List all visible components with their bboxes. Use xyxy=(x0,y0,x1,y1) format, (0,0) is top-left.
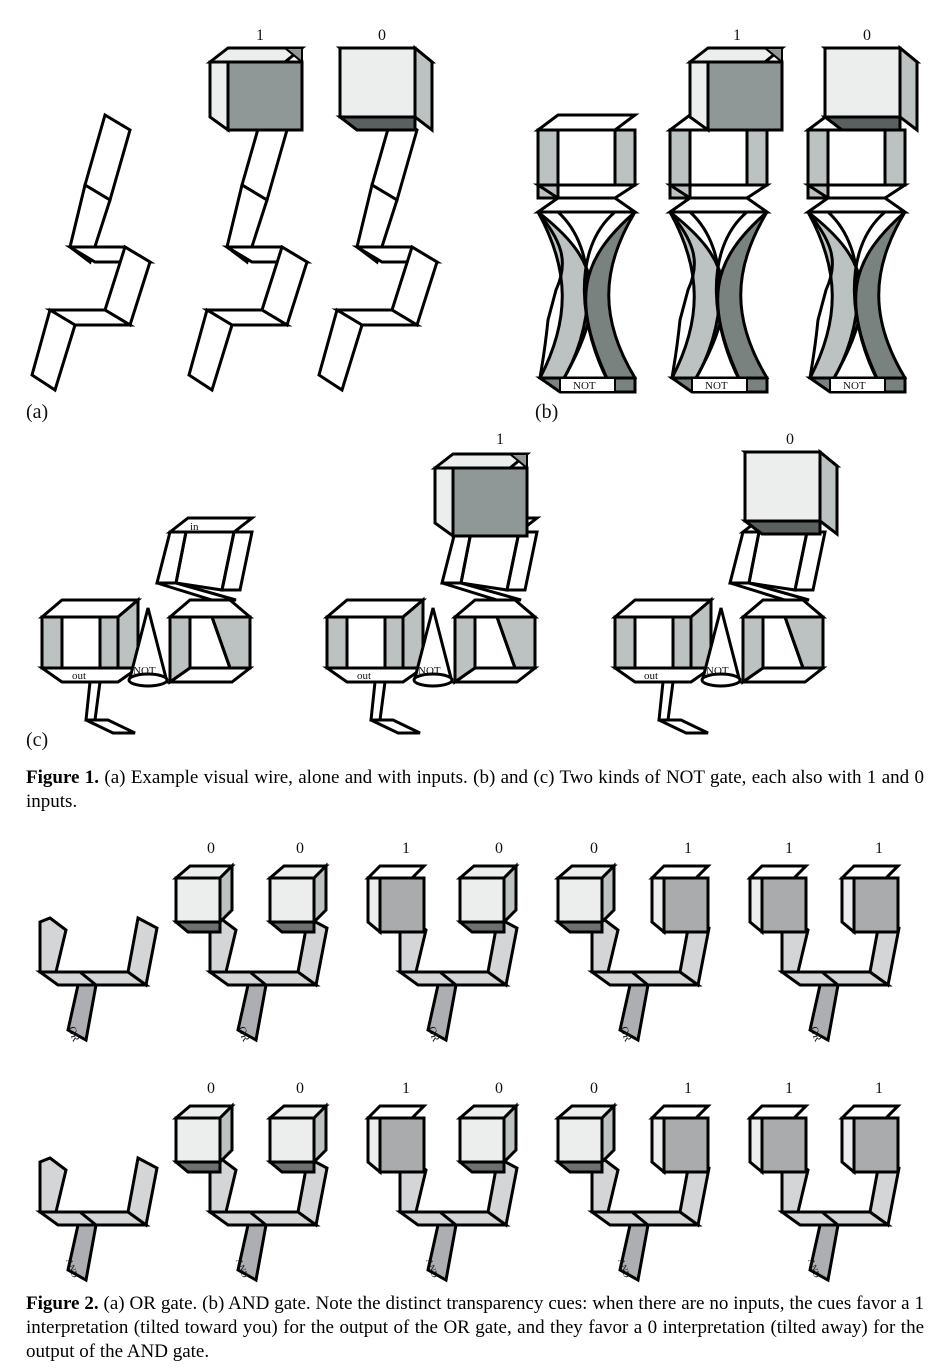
input-label-0: 0 xyxy=(378,27,386,44)
figure1-caption: Figure 1. (a) Example visual wire, alone… xyxy=(26,766,924,814)
input-label-1: 1 xyxy=(256,27,264,44)
and-input-label: 1 xyxy=(785,1080,793,1097)
and-input-label: 1 xyxy=(684,1080,692,1097)
not-gate-label: NOT xyxy=(133,665,156,677)
and-input-label: 1 xyxy=(402,1080,410,1097)
input-label-0: 0 xyxy=(786,431,794,448)
or-input-label: 1 xyxy=(402,840,410,857)
not-gate-label: NOT xyxy=(706,665,729,677)
not-gate-label: NOT xyxy=(843,380,866,392)
figure2-or-row: OR OR OR OR OR 0 0 1 0 0 1 1 1 xyxy=(38,840,901,1044)
or-input-label: 1 xyxy=(785,840,793,857)
figure1-caption-text: (a) Example visual wire, alone and with … xyxy=(26,767,924,812)
or-input-label: 0 xyxy=(296,840,304,857)
and-input-label: 0 xyxy=(495,1080,503,1097)
and-input-label: 0 xyxy=(207,1080,215,1097)
in-label: in xyxy=(190,521,199,533)
input-label-1: 1 xyxy=(496,431,504,448)
or-input-label: 0 xyxy=(590,840,598,857)
panel-label-c: (c) xyxy=(26,729,48,751)
or-input-label: 1 xyxy=(875,840,883,857)
or-gate-label: OR xyxy=(235,1025,252,1044)
and-input-label: 1 xyxy=(875,1080,883,1097)
figure2-and-row: AND AND AND AND AND 0 0 1 0 0 1 1 1 xyxy=(38,1080,901,1282)
not-gate-label: NOT xyxy=(418,665,441,677)
or-gate-label: OR xyxy=(807,1025,824,1044)
figure1-panel-c: in out out out NOT NOT NOT 1 0 (c) xyxy=(26,431,839,751)
figure1-panel-b: NOT NOT NOT 1 0 (b) xyxy=(535,27,919,423)
or-gate-label: OR xyxy=(425,1025,442,1044)
figure2-caption-title: Figure 2. xyxy=(26,1293,99,1314)
figure2-caption: Figure 2. (a) OR gate. (b) AND gate. Not… xyxy=(26,1292,924,1364)
or-input-label: 0 xyxy=(495,840,503,857)
out-label: out xyxy=(72,670,86,682)
input-label-0: 0 xyxy=(863,27,871,44)
or-input-label: 1 xyxy=(684,840,692,857)
not-gate-label: NOT xyxy=(705,380,728,392)
figure1-caption-title: Figure 1. xyxy=(26,767,100,788)
panel-label-a: (a) xyxy=(26,401,48,423)
out-label: out xyxy=(357,670,371,682)
figure2-caption-text: (a) OR gate. (b) AND gate. Note the dist… xyxy=(26,1293,924,1362)
and-input-label: 0 xyxy=(296,1080,304,1097)
panel-label-b: (b) xyxy=(535,401,558,423)
figure1-panel-a: 1 0 (a) xyxy=(26,27,439,423)
or-input-label: 0 xyxy=(207,840,215,857)
or-gate-label: OR xyxy=(65,1025,82,1044)
or-gate-label: OR xyxy=(617,1025,634,1044)
out-label: out xyxy=(644,670,658,682)
and-input-label: 0 xyxy=(590,1080,598,1097)
input-label-1: 1 xyxy=(733,27,741,44)
not-gate-label: NOT xyxy=(573,380,596,392)
